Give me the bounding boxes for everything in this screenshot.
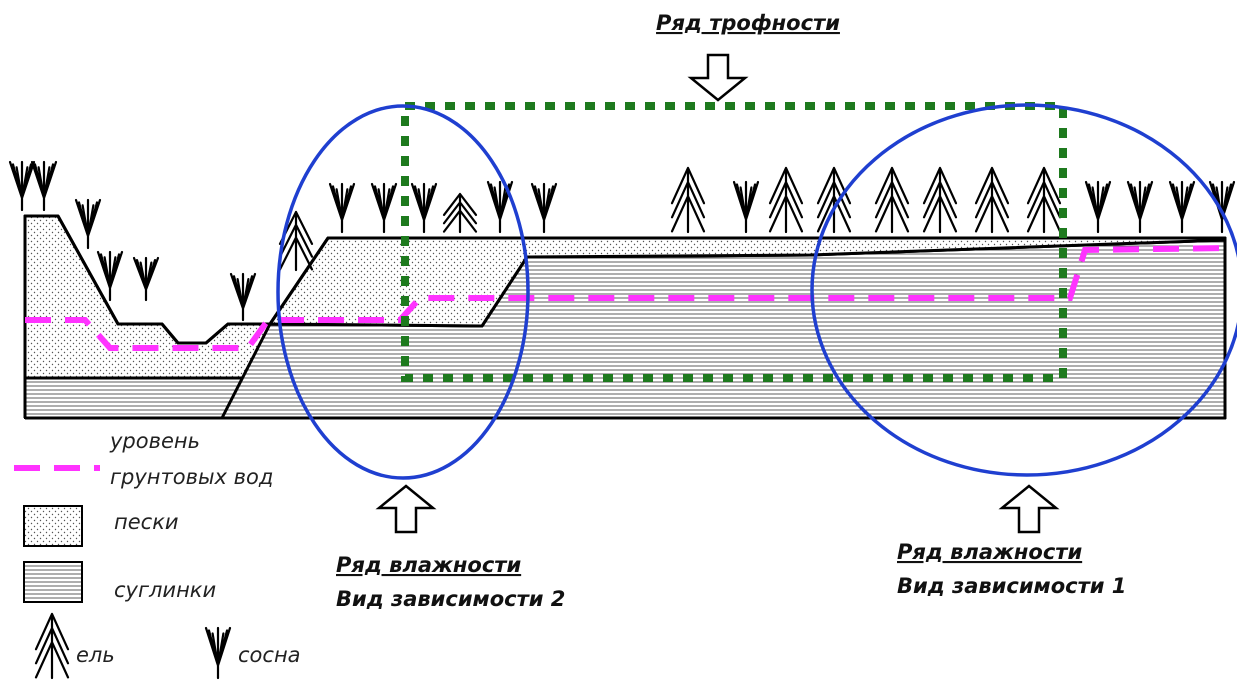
- pine-tree-icon: [370, 182, 398, 234]
- moisture-ellipse-right: [810, 103, 1237, 477]
- spruce-tree-icon: [768, 166, 804, 234]
- legend-groundwater-label-line2: грунтовых вод: [110, 465, 273, 489]
- dependency-left-title: Вид зависимости 2: [336, 587, 565, 611]
- legend: уровень грунтовых вод пески суглинки ель…: [14, 429, 301, 680]
- legend-sands-label: пески: [114, 510, 179, 534]
- spruce-tree-icon: [974, 166, 1010, 234]
- spruce-tree-icon: [1026, 166, 1062, 234]
- pine-tree-icon: [74, 198, 102, 250]
- pine-tree-icon: [486, 180, 514, 234]
- pine-tree-icon: [530, 182, 558, 234]
- legend-spruce-icon: [34, 612, 70, 680]
- legend-spruce-label: ель: [76, 643, 115, 667]
- pine-tree-icon: [1208, 180, 1236, 234]
- pine-tree-icon: [132, 256, 160, 302]
- pine-tree-icon: [204, 626, 232, 680]
- spruce-tree-icon: [34, 612, 70, 680]
- pine-tree-icon: [732, 180, 760, 234]
- arrow-down-icon: [687, 53, 749, 102]
- trophy-row-title: Ряд трофности: [656, 11, 840, 35]
- legend-loams-swatch: [23, 561, 83, 603]
- soil-profile: [23, 214, 1227, 420]
- pine-tree-icon: [1168, 180, 1196, 234]
- terrain-surface-line: [23, 214, 1227, 420]
- moisture-row-left-title: Ряд влажности: [336, 553, 521, 577]
- pine-tree-icon: [410, 182, 438, 234]
- pine-tree-icon: [1084, 180, 1112, 234]
- spruce-tree-icon: [442, 192, 478, 234]
- pine-tree-icon: [328, 182, 356, 234]
- arrow-up-right-icon: [998, 484, 1060, 534]
- legend-sands-swatch: [23, 505, 83, 547]
- pine-tree-icon: [96, 250, 124, 302]
- spruce-tree-icon: [922, 166, 958, 234]
- moisture-row-right-title: Ряд влажности: [897, 540, 1082, 564]
- spruce-tree-icon: [874, 166, 910, 234]
- groundwater-level-line: [25, 245, 1231, 351]
- dependency-right-title: Вид зависимости 1: [897, 574, 1126, 598]
- arrow-up-left-icon: [375, 484, 437, 534]
- trees-layer: [8, 160, 1236, 322]
- pine-tree-icon: [1126, 180, 1154, 234]
- pine-tree-icon: [8, 160, 36, 212]
- legend-pine-label: сосна: [238, 643, 301, 667]
- pine-tree-icon: [229, 272, 257, 322]
- legend-pine-icon: [204, 626, 232, 680]
- legend-groundwater-label-line1: уровень: [109, 429, 200, 453]
- legend-loams-label: суглинки: [114, 578, 216, 602]
- spruce-tree-icon: [278, 210, 314, 272]
- sand-layer-left: [23, 214, 272, 380]
- moisture-ellipse-left: [276, 104, 530, 480]
- spruce-tree-icon: [670, 166, 706, 234]
- pine-tree-icon: [30, 160, 58, 212]
- trophy-row-frame: [401, 102, 1067, 382]
- spruce-tree-icon: [816, 166, 852, 234]
